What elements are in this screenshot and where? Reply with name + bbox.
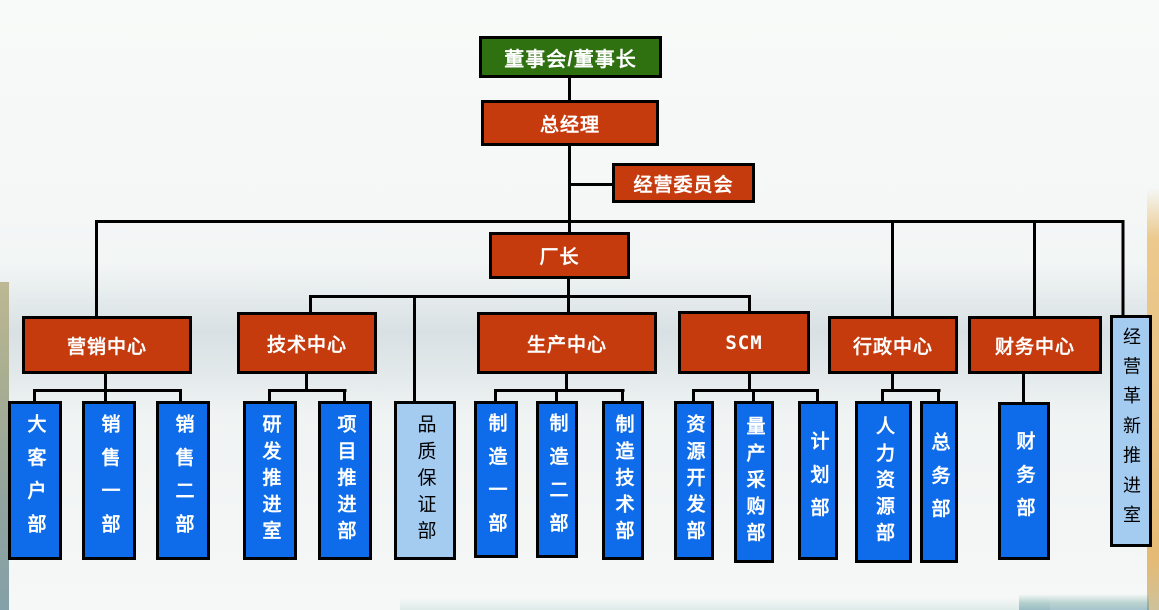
node-dept-general-affairs: 总务部: [920, 401, 958, 563]
background-bottom-wash: [400, 598, 1050, 610]
node-dept-manufacturing-tech: 制造技术部: [602, 401, 644, 560]
node-dept-resource-development: 资源开发部: [674, 401, 714, 560]
node-dept-rnd-promotion: 研发推进室: [243, 401, 297, 560]
background-corner-bands: [1019, 594, 1149, 610]
node-center-administration: 行政中心: [828, 316, 958, 374]
node-dept-manufacturing-1: 制造一部: [474, 401, 518, 558]
node-dept-finance: 财务部: [998, 402, 1050, 560]
node-center-production: 生产中心: [477, 312, 657, 374]
node-dept-quality-assurance: 品质保证部: [394, 401, 456, 560]
node-center-technology: 技术中心: [237, 312, 377, 374]
node-dept-key-accounts: 大客户部: [8, 401, 62, 560]
node-center-finance: 财务中心: [968, 316, 1102, 374]
node-general-manager: 总经理: [481, 100, 659, 146]
node-center-scm: SCM: [678, 311, 810, 374]
node-dept-human-resources: 人力资源部: [855, 401, 912, 563]
background-left-strip: [0, 282, 9, 610]
node-committee: 经营委员会: [612, 163, 755, 203]
node-dept-sales-1: 销售一部: [82, 401, 136, 560]
node-factory-director: 厂长: [489, 232, 630, 279]
node-center-marketing: 营销中心: [22, 316, 192, 374]
node-innovation-office: 经营革新推进室: [1110, 315, 1152, 547]
node-dept-mass-procurement: 量产采购部: [734, 401, 774, 563]
node-dept-sales-2: 销售二部: [156, 401, 210, 560]
node-dept-manufacturing-2: 制造二部: [536, 401, 578, 558]
node-board: 董事会/董事长: [479, 36, 662, 78]
node-dept-project-promotion: 项目推进部: [318, 401, 372, 560]
node-dept-planning: 计划部: [798, 401, 838, 560]
